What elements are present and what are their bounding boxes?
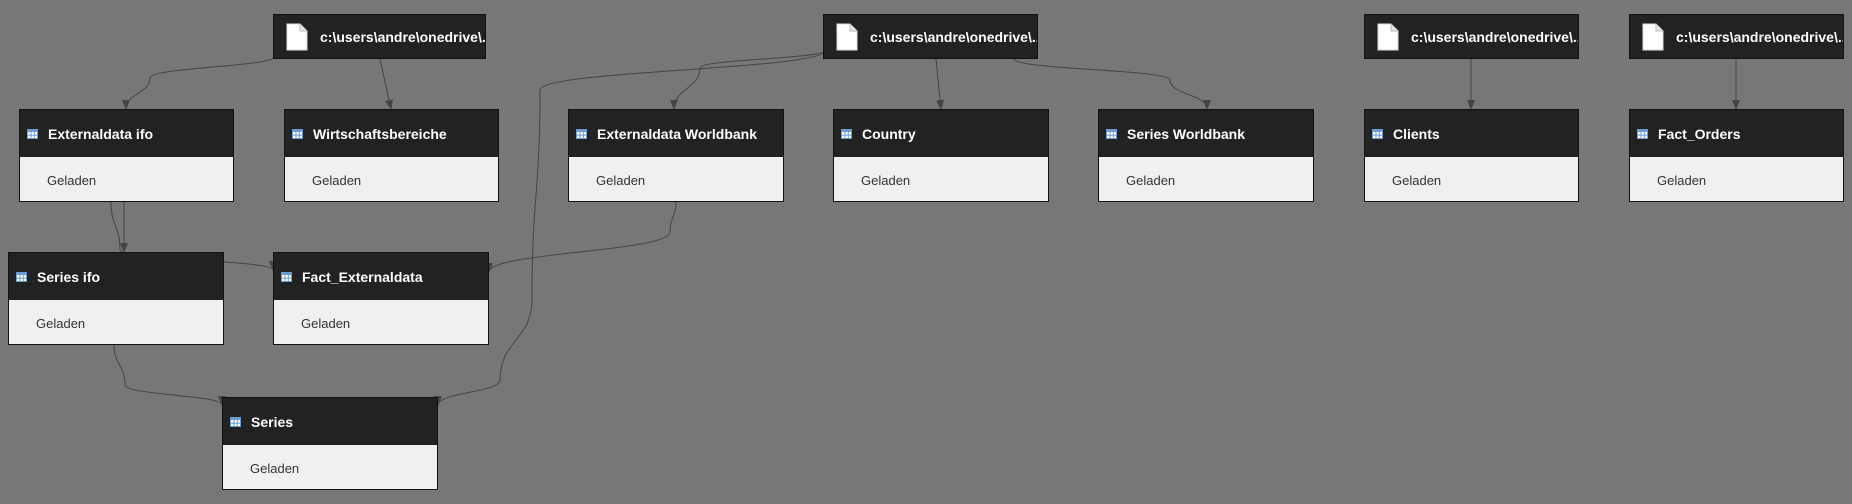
query-title: Externaldata Worldbank	[597, 125, 758, 142]
source-node[interactable]: c:\users\andre\onedrive\...	[273, 14, 486, 59]
query-header: Series	[223, 398, 437, 445]
query-status: Geladen	[1657, 173, 1707, 188]
query-header: Series ifo	[9, 253, 223, 300]
table-icon	[16, 271, 27, 282]
edge-s2-to-q3	[670, 49, 827, 110]
query-node-clients[interactable]: Clients Geladen	[1364, 109, 1579, 202]
query-header: Series Worldbank	[1099, 110, 1313, 157]
table-icon	[230, 416, 241, 427]
table-icon	[1106, 128, 1117, 139]
query-node-series-ifo[interactable]: Series ifo Geladen	[8, 252, 224, 345]
query-title: Externaldata ifo	[48, 125, 154, 142]
query-header: Externaldata Worldbank	[569, 110, 783, 157]
query-header: Wirtschaftsbereiche	[285, 110, 498, 157]
file-icon	[286, 23, 308, 50]
table-icon	[292, 128, 303, 139]
query-title: Fact_Externaldata	[302, 268, 423, 285]
query-node-series[interactable]: Series Geladen	[222, 397, 438, 490]
table-icon	[576, 128, 587, 139]
source-path-label: c:\users\andre\onedrive\...	[320, 28, 485, 45]
query-header: Fact_Orders	[1630, 110, 1843, 157]
source-path-label: c:\users\andre\onedrive\...	[1411, 28, 1578, 45]
table-icon	[841, 128, 852, 139]
query-node-externaldata-ifo[interactable]: Externaldata ifo Geladen	[19, 109, 234, 202]
file-icon	[1377, 23, 1399, 50]
query-status: Geladen	[1392, 173, 1442, 188]
table-icon	[281, 271, 292, 282]
edge-q3-to-q9	[485, 201, 677, 273]
query-title: Series ifo	[37, 268, 101, 285]
query-node-series-worldbank[interactable]: Series Worldbank Geladen	[1098, 109, 1314, 202]
source-path-label: c:\users\andre\onedrive\...	[1676, 28, 1843, 45]
query-status: Geladen	[1126, 173, 1176, 188]
query-header: Country	[834, 110, 1048, 157]
query-node-wirtschaftsbereiche[interactable]: Wirtschaftsbereiche Geladen	[284, 109, 499, 202]
query-header: Clients	[1365, 110, 1578, 157]
query-node-fact-externaldata[interactable]: Fact_Externaldata Geladen	[273, 252, 489, 345]
source-node[interactable]: c:\users\andre\onedrive\...	[1629, 14, 1844, 59]
query-status: Geladen	[312, 173, 362, 188]
query-status: Geladen	[47, 173, 97, 188]
edge-s2-to-q10	[434, 49, 827, 406]
source-path-label: c:\users\andre\onedrive\...	[870, 28, 1037, 45]
query-node-country[interactable]: Country Geladen	[833, 109, 1049, 202]
edge-s1-to-q1	[122, 55, 277, 110]
edge-q8-to-q10	[113, 344, 226, 406]
edge-s1-to-q2	[379, 58, 393, 110]
query-status: Geladen	[596, 173, 646, 188]
query-node-externaldata-worldbank[interactable]: Externaldata Worldbank Geladen	[568, 109, 784, 202]
query-title: Wirtschaftsbereiche	[313, 125, 447, 142]
query-status: Geladen	[250, 461, 300, 476]
query-status: Geladen	[36, 316, 86, 331]
table-icon	[1637, 128, 1648, 139]
query-title: Series Worldbank	[1127, 125, 1246, 142]
table-icon	[1372, 128, 1383, 139]
table-icon	[27, 128, 38, 139]
query-title: Country	[862, 125, 916, 142]
file-icon	[836, 23, 858, 50]
query-status: Geladen	[861, 173, 911, 188]
edge-s2-to-q4	[935, 58, 945, 110]
query-status: Geladen	[301, 316, 351, 331]
file-icon	[1642, 23, 1664, 50]
source-node[interactable]: c:\users\andre\onedrive\...	[823, 14, 1038, 59]
query-title: Clients	[1393, 125, 1440, 142]
query-title: Series	[251, 413, 294, 430]
query-header: Externaldata ifo	[20, 110, 233, 157]
query-title: Fact_Orders	[1658, 125, 1741, 142]
query-header: Fact_Externaldata	[274, 253, 488, 300]
query-node-fact-orders[interactable]: Fact_Orders Geladen	[1629, 109, 1844, 202]
source-node[interactable]: c:\users\andre\onedrive\...	[1364, 14, 1579, 59]
edge-s2-to-q5	[1013, 58, 1211, 110]
